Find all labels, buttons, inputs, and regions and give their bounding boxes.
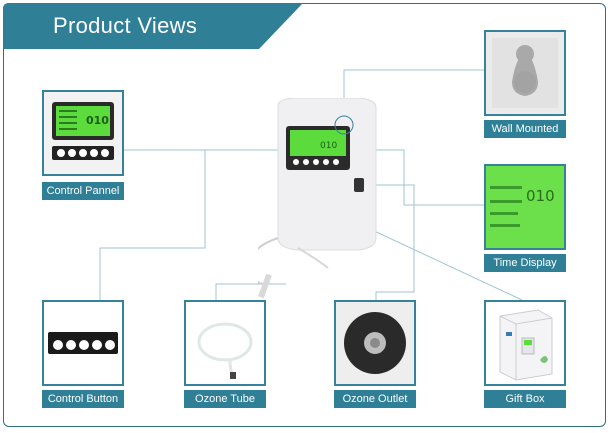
ozone-generator-device: 010	[227, 97, 418, 323]
gift-box-image	[486, 302, 564, 384]
device-image: 010	[227, 97, 377, 299]
control-button-box	[42, 300, 124, 386]
gift-box-label: Gift Box	[484, 390, 566, 408]
svg-text:010: 010	[320, 141, 337, 151]
time-display-image: 010	[486, 166, 564, 248]
time-display-label: Time Display	[484, 254, 566, 272]
wall-mounted-box	[484, 30, 566, 116]
banner-shape	[3, 3, 303, 49]
control-panel-label: Control Pannel	[42, 182, 124, 200]
control-button-image	[44, 302, 122, 384]
ozone-outlet-image	[336, 302, 414, 384]
control-button-label: Control Button	[42, 390, 124, 408]
lcd-display-icon	[290, 130, 346, 156]
ozone-tube-box	[184, 300, 266, 386]
wall-mount-image	[486, 32, 564, 114]
ozone-tube-image	[186, 302, 264, 384]
wall-mounted-label: Wall Mounted	[484, 120, 566, 138]
keyhole-icon	[512, 45, 538, 96]
page-title: Product Views	[53, 13, 198, 38]
ozone-outlet-label: Ozone Outlet	[334, 390, 416, 408]
header-banner: Product Views	[3, 3, 303, 49]
ozone-tube-label: Ozone Tube	[184, 390, 266, 408]
svg-text:010: 010	[86, 114, 109, 127]
time-display-digits: 010	[526, 187, 555, 205]
control-panel-image: 010	[44, 92, 122, 174]
round-button-icon	[53, 340, 115, 350]
outer-frame	[3, 3, 606, 427]
time-display-box: 010	[484, 164, 566, 250]
control-panel-box: 010	[42, 90, 124, 176]
ozone-outlet-box	[334, 300, 416, 386]
gift-box-box	[484, 300, 566, 386]
